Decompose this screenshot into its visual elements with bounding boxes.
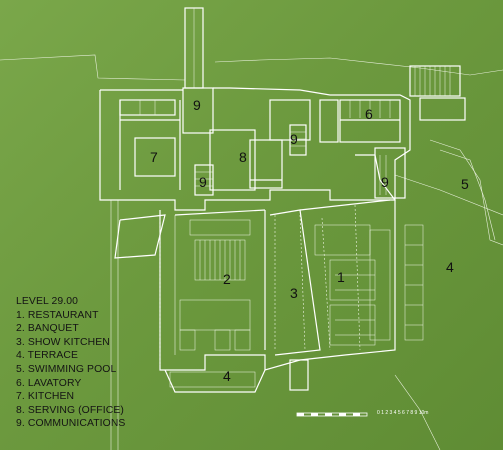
room-label-5: 5 <box>461 176 469 192</box>
room-label-9-center: 9 <box>290 131 298 147</box>
legend-item: 4. TERRACE <box>16 350 79 362</box>
room-label-9-tower: 9 <box>193 97 201 113</box>
hall-outline <box>114 199 396 393</box>
legend-item: 8. SERVING (OFFICE) <box>16 404 124 416</box>
legend-item: 6. LAVATORY <box>16 377 82 389</box>
room-label-8: 8 <box>239 149 247 165</box>
banquet-seating <box>179 219 251 351</box>
room-label-7: 7 <box>150 149 158 165</box>
scale-bar <box>296 412 368 417</box>
legend-item: 3. SHOW KITCHEN <box>16 336 110 348</box>
legend-title: LEVEL 29.00 <box>16 296 78 307</box>
restaurant-tables <box>314 224 391 346</box>
room-label-3: 3 <box>290 285 298 301</box>
legend-item: 9. COMMUNICATIONS <box>16 418 126 430</box>
legend: LEVEL 29.00 1. RESTAURANT 2. BANQUET 3. … <box>16 295 186 431</box>
scale-bar-label: 0 1 2 3 4 5 6 7 8 9 10m <box>377 410 429 416</box>
site-lines <box>0 54 503 450</box>
terrace-tables <box>169 224 424 388</box>
legend-item: 7. KITCHEN <box>16 391 75 403</box>
room-label-9-right: 9 <box>381 174 389 190</box>
room-label-6: 6 <box>365 106 373 122</box>
facade-lines <box>159 204 361 365</box>
legend-item: 5. SWIMMING POOL <box>16 363 117 375</box>
room-label-4-right: 4 <box>446 259 454 275</box>
room-label-1: 1 <box>337 269 345 285</box>
legend-item: 1. RESTAURANT <box>16 309 99 321</box>
room-label-9-lower: 9 <box>199 174 207 190</box>
staircase <box>409 65 466 121</box>
room-label-4-bottom: 4 <box>223 368 231 384</box>
legend-item: 2. BANQUET <box>16 323 79 335</box>
communications-tower <box>182 7 214 134</box>
room-label-2: 2 <box>223 271 231 287</box>
building-outline <box>99 87 411 211</box>
